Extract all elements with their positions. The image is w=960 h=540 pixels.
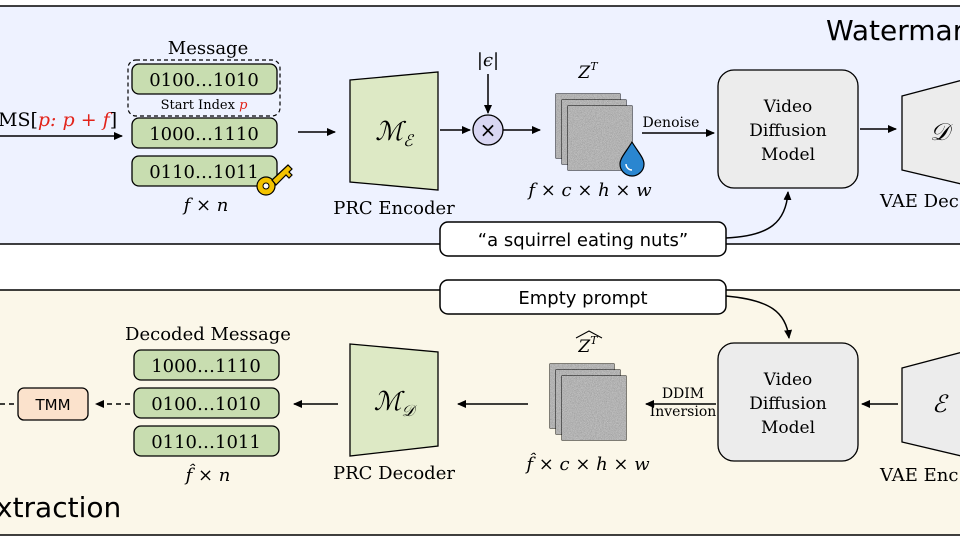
noise-label: |ϵ| [477, 50, 499, 71]
tmm-label: TMM [34, 396, 70, 414]
zt-hat-accent [575, 330, 603, 339]
prc-decoder-symbol: ℳ𝒟 [374, 387, 418, 420]
recovered-latent-stack [549, 363, 627, 441]
message-box-1 [131, 63, 278, 95]
watermark-section-title: Watermar [826, 14, 960, 47]
message-text-1: 0100…1010 [149, 70, 259, 91]
prc-decoder-shape [349, 343, 439, 457]
empty-prompt-text: Empty prompt [518, 288, 647, 309]
inversion-model-line3: Model [761, 418, 815, 438]
video-diffusion-model-line3: Model [761, 145, 815, 165]
prc-encoder-shape [349, 71, 439, 191]
zt-hat-label: ZT [577, 334, 599, 357]
video-diffusion-model-line2: Diffusion [749, 121, 826, 141]
key-icon [256, 164, 293, 196]
extraction-section-title: xtraction [0, 491, 121, 524]
input-ms-label: MS[p: p + f] [0, 109, 117, 131]
decoded-box-3 [133, 425, 280, 457]
prc-decoder-label: PRC Decoder [333, 463, 455, 484]
text-prompt-text: “a squirrel eating nuts” [478, 230, 688, 251]
message-title: Message [168, 38, 248, 59]
inversion-model-line2: Diffusion [749, 394, 826, 414]
message-box-2 [131, 117, 278, 149]
decoded-dims: f̂ × n [184, 463, 231, 486]
vae-encoder-symbol: ℰ [932, 390, 949, 418]
arrow-prompt-to-model [725, 191, 792, 239]
latent-dims: f × c × h × w [526, 180, 652, 201]
vae-encoder-label: VAE Enc [879, 465, 958, 486]
empty-prompt-box [439, 279, 727, 315]
vae-encoder-shape [901, 351, 960, 457]
inversion-model-box [717, 342, 859, 462]
latent-noise-stack [555, 93, 633, 171]
decoded-box-1 [133, 349, 280, 381]
text-prompt-box [439, 221, 727, 257]
decoded-message-title: Decoded Message [125, 324, 291, 345]
vae-decoder-shape [901, 79, 960, 185]
video-diffusion-model-box [717, 69, 859, 189]
message-dims: f × n [182, 195, 229, 216]
tmm-box [17, 387, 89, 421]
message-text-2: 1000…1110 [149, 124, 259, 145]
prc-encoder-symbol: ℳℰ [375, 117, 415, 150]
recovered-latent-dims: f̂ × c × h × w [524, 452, 650, 475]
message-box-3 [131, 155, 278, 187]
video-diffusion-model-line1: Video [763, 97, 813, 117]
prc-encoder-label: PRC Encoder [333, 198, 455, 219]
decoded-box-2 [133, 387, 280, 419]
decoded-text-1: 1000…1110 [151, 356, 261, 377]
start-index-dashed-box [127, 59, 281, 117]
denoise-label: Denoise [643, 115, 700, 131]
message-text-3: 0110…1011 [149, 162, 259, 183]
multiply-symbol: × [480, 118, 497, 142]
vae-decoder-label: VAE Dec [879, 191, 959, 212]
extraction-panel: xtraction Empty prompt ℰ VAE Enc Video D… [0, 279, 960, 536]
water-drop-icon [619, 140, 645, 177]
inversion-label: Inversion [650, 404, 717, 420]
watermark-panel: Watermar MS[p: p + f] Message 0100…1010 … [0, 5, 960, 257]
ddim-label: DDIM [662, 386, 704, 402]
start-index-label: Start Index p [161, 98, 248, 113]
arrow-empty-prompt-to-model [725, 295, 793, 339]
zt-label: ZT [577, 60, 599, 83]
decoded-text-2: 0100…1010 [151, 394, 261, 415]
inversion-model-line1: Video [763, 370, 813, 390]
decoded-text-3: 0110…1011 [151, 432, 261, 453]
